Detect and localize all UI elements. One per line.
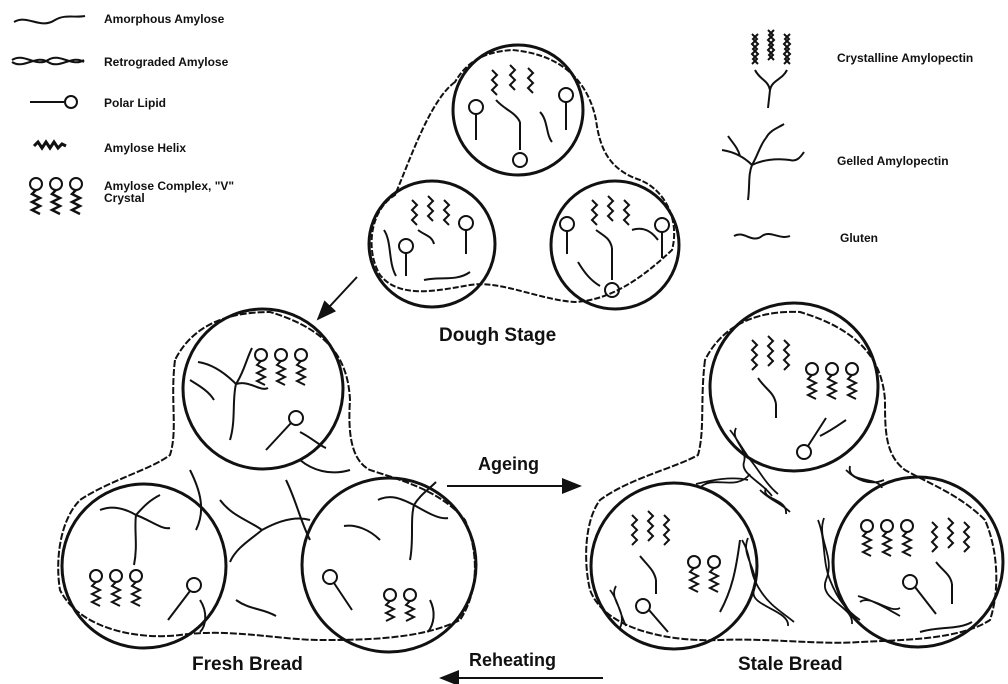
dough-stage-label: Dough Stage bbox=[439, 325, 556, 347]
legend-crystalline-label: Crystalline Amylopectin bbox=[837, 51, 973, 65]
retrograded-amylose-icon bbox=[12, 58, 84, 65]
gelled-amylopectin-icon bbox=[722, 124, 804, 200]
stale-retrograded-chains bbox=[610, 428, 900, 628]
amorphous-amylose-icon bbox=[14, 16, 85, 23]
stale-right-contents bbox=[861, 518, 972, 632]
stale-right-granule bbox=[833, 477, 1003, 647]
fresh-top-contents bbox=[190, 348, 326, 450]
fresh-bread-label: Fresh Bread bbox=[192, 654, 303, 676]
amylose-complex-icon bbox=[30, 178, 82, 214]
legend-helix-label: Amylose Helix bbox=[104, 141, 186, 155]
stale-top-contents bbox=[752, 336, 858, 459]
amylose-helix-icon bbox=[34, 142, 66, 148]
dough-left-contents bbox=[384, 196, 473, 280]
legend-amorphous-label: Amorphous Amylose bbox=[104, 12, 224, 26]
stale-top-granule bbox=[710, 303, 878, 471]
legend-gelled-label: Gelled Amylopectin bbox=[837, 154, 949, 168]
fresh-right-contents bbox=[323, 482, 448, 632]
legend-gluten-label: Gluten bbox=[840, 231, 878, 245]
legend-left bbox=[12, 16, 85, 214]
polar-lipid-icon bbox=[30, 96, 77, 108]
fresh-between-granules bbox=[190, 460, 350, 616]
dough-stage-cluster bbox=[369, 45, 679, 309]
stale-bread-label: Stale Bread bbox=[738, 654, 843, 676]
dough-top-contents bbox=[469, 65, 573, 167]
dough-right-granule bbox=[551, 181, 679, 309]
reheating-label: Reheating bbox=[469, 650, 556, 671]
fresh-right-granule bbox=[302, 478, 476, 652]
ageing-label: Ageing bbox=[478, 454, 539, 475]
stale-left-contents bbox=[632, 511, 740, 632]
fresh-left-contents bbox=[90, 495, 205, 632]
legend-lipid-label: Polar Lipid bbox=[104, 96, 166, 110]
legend-retrograded-label: Retrograded Amylose bbox=[104, 55, 228, 69]
gluten-icon bbox=[734, 234, 790, 239]
crystalline-amylopectin-icon bbox=[752, 30, 790, 108]
dough-top-granule bbox=[453, 45, 583, 175]
stale-bread-cluster bbox=[586, 303, 1003, 649]
fresh-gluten-outline bbox=[58, 312, 475, 640]
dough-to-fresh-arrow bbox=[318, 277, 357, 319]
legend-complex-label: Amylose Complex, "V" Crystal bbox=[104, 180, 234, 204]
fresh-bread-cluster bbox=[58, 309, 476, 652]
dough-right-contents bbox=[560, 196, 669, 297]
stale-left-granule bbox=[591, 483, 757, 649]
legend-right bbox=[722, 30, 804, 239]
